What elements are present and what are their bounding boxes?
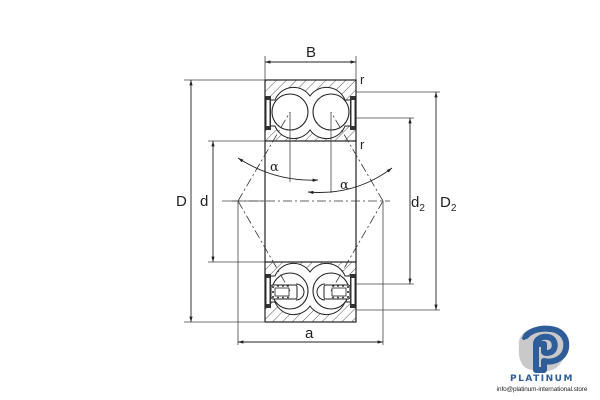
label-a: a — [305, 325, 314, 342]
dim-D2: D2 — [356, 91, 457, 311]
outer-ring-top — [264, 79, 357, 101]
angle-arc-right — [307, 167, 393, 195]
outer-ring-bottom — [264, 301, 357, 323]
dim-d2: d2 — [356, 117, 425, 285]
logo-brand-text: PLATINUM — [510, 374, 574, 384]
label-r-top: r — [360, 72, 365, 87]
dim-D: D — [176, 79, 265, 323]
inner-ring-bottom — [264, 261, 357, 277]
label-d2: d2 — [411, 194, 425, 214]
dim-a: a — [238, 325, 383, 344]
dim-B: B — [264, 44, 357, 80]
label-B: B — [306, 44, 316, 61]
platinum-logo-icon — [518, 325, 570, 373]
cage-right — [316, 283, 351, 301]
label-d: d — [200, 193, 208, 210]
angle-label-right: α — [340, 178, 349, 193]
angle-label-left: α — [270, 160, 279, 175]
label-r-inner: r — [360, 137, 365, 152]
logo-email: info@platinum-international.store — [496, 386, 588, 393]
label-D: D — [176, 193, 187, 210]
label-D2: D2 — [440, 194, 457, 214]
inner-ring-top — [264, 125, 357, 142]
platinum-logo: PLATINUM info@platinum-international.sto… — [484, 324, 600, 400]
dim-d: d — [200, 140, 265, 263]
